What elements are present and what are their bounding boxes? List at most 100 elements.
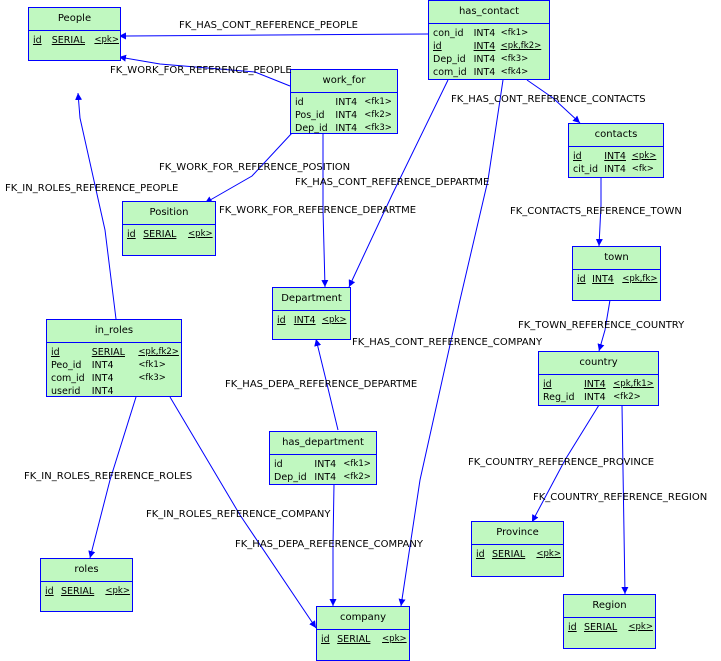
column-key: <fk1> [364, 97, 392, 107]
entity-title: has_contact [429, 1, 549, 24]
column-type: INT4 [473, 41, 496, 52]
column-key: <fk4> [500, 67, 529, 77]
column-name: id [476, 549, 485, 560]
column-type: SERIAL [91, 347, 125, 358]
column-name: id [277, 315, 286, 326]
column-name: id [295, 97, 304, 108]
column-type: INT4 [473, 67, 496, 78]
relationship-label: FK_TOWN_REFERENCE_COUNTRY [518, 320, 685, 331]
link-work-for-department[interactable] [321, 133, 329, 288]
link-in-roles-roles[interactable] [88, 396, 137, 559]
column-name: id [127, 229, 136, 240]
link-has-contact-people[interactable] [118, 32, 430, 40]
column-type: INT4 [293, 315, 316, 326]
column-type: INT4 [314, 472, 337, 483]
column-key: <pk,fk1> [613, 379, 654, 389]
column-key [138, 385, 181, 398]
entity-title: has_department [270, 432, 376, 455]
column-type: INT4 [335, 97, 358, 108]
column-key: <pk> [631, 151, 657, 161]
column-name: id [543, 379, 552, 390]
link-has-department-department[interactable] [314, 338, 339, 431]
entity-title: company [317, 607, 409, 630]
column-type: INT4 [604, 164, 626, 175]
column-name: id [33, 35, 42, 46]
column-name: Dep_id [433, 54, 466, 65]
column-name: id [45, 586, 54, 597]
relationship-label: FK_HAS_CONT_REFERENCE_CONTACTS [451, 94, 646, 105]
relationship-label: FK_IN_ROLES_REFERENCE_ROLES [24, 471, 193, 482]
column-type: INT4 [592, 274, 614, 285]
column-type: INT4 [91, 360, 114, 371]
column-key: <fk2> [364, 110, 392, 120]
link-work-for-people[interactable] [118, 54, 291, 87]
link-work-for-position[interactable] [204, 132, 293, 204]
column-key: <fk1> [138, 360, 166, 370]
link-in-roles-people[interactable] [75, 92, 117, 320]
link-has-contact-department[interactable] [348, 79, 449, 288]
column-key: <pk,fk2> [138, 347, 179, 357]
column-name: com_id [51, 373, 85, 384]
column-key: <pk> [105, 586, 130, 596]
relationship-label: FK_WORK_FOR_REFERENCE_PEOPLE [110, 65, 292, 76]
link-contacts-town[interactable] [595, 177, 603, 247]
column-type: SERIAL [491, 549, 526, 560]
link-has-department-company[interactable] [329, 483, 337, 606]
column-name: id [51, 347, 60, 358]
link-has-contact-company[interactable] [398, 79, 504, 607]
column-key: <fk2> [613, 392, 641, 402]
column-type: INT4 [473, 54, 496, 65]
column-key: <pk,fk> [622, 274, 658, 284]
entity-title: Region [564, 595, 655, 618]
column-type: INT4 [314, 459, 337, 470]
link-country-province[interactable] [531, 404, 600, 523]
column-key: <pk> [94, 35, 119, 45]
relationship-label: FK_WORK_FOR_REFERENCE_POSITION [159, 162, 351, 173]
column-row: Peo_id INT4 <fk1> [51, 359, 181, 372]
column-key: <fk> [631, 164, 654, 174]
column-type: SERIAL [583, 622, 618, 633]
link-country-region[interactable] [621, 404, 629, 595]
column-name: Reg_id [543, 392, 575, 403]
column-name: Peo_id [51, 360, 82, 371]
entity-title: contacts [569, 124, 663, 147]
column-type: INT4 [91, 373, 114, 384]
entity-title: in_roles [47, 320, 181, 343]
link-has-contact-contacts[interactable] [526, 79, 581, 124]
column-key: <fk3> [138, 373, 166, 383]
column-row: com_id INT4 <fk3> [51, 372, 181, 385]
link-town-country[interactable] [597, 299, 611, 352]
link-in-roles-company[interactable] [169, 396, 317, 629]
